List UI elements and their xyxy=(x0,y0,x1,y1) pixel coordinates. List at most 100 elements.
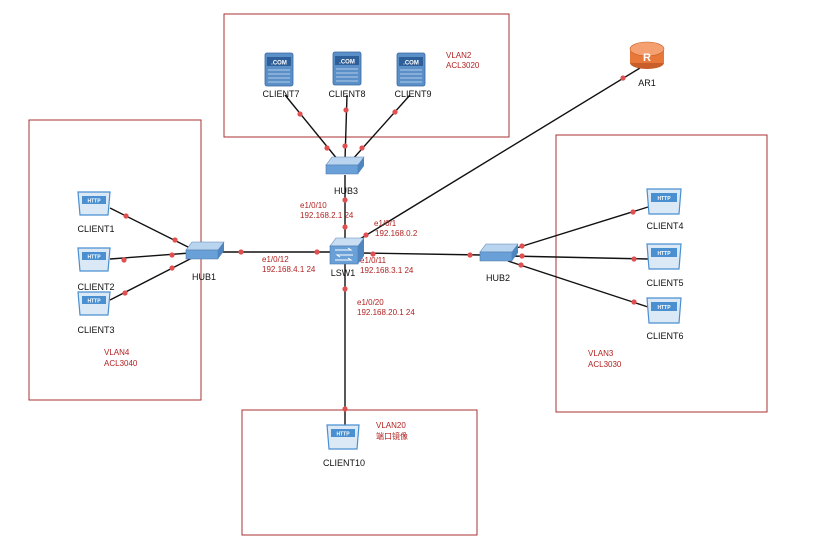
link-hub3-client8 xyxy=(344,94,348,161)
link-dot xyxy=(122,290,128,296)
zone-vlan3-acl: ACL3030 xyxy=(588,360,622,369)
link-dot xyxy=(169,252,175,258)
client9-label: CLIENT9 xyxy=(394,89,431,99)
port-e1-0-20-ip: 192.168.20.1 24 xyxy=(357,308,415,317)
zone-vlan2-name: VLAN2 xyxy=(446,51,472,60)
link-hub2-client4 xyxy=(509,206,649,251)
link-dot xyxy=(518,262,524,268)
hub-icon xyxy=(479,243,519,262)
port-e1-0-11-name: e1/0/11 xyxy=(360,256,387,265)
link-dot xyxy=(123,213,129,219)
client10-label: CLIENT10 xyxy=(323,458,365,468)
zone-vlan3-name: VLAN3 xyxy=(588,349,614,358)
device-client4[interactable]: HTTP CLIENT4 xyxy=(646,188,684,231)
link-dot xyxy=(324,145,330,151)
zone-vlan2-border xyxy=(223,13,510,138)
com-server-icon: .COM xyxy=(332,51,362,86)
device-client1[interactable]: HTTP CLIENT1 xyxy=(77,191,115,234)
ar1-label: AR1 xyxy=(638,78,656,88)
link-dot xyxy=(620,75,626,81)
device-client10[interactable]: HTTP CLIENT10 xyxy=(323,424,365,468)
link-dot xyxy=(172,237,178,243)
client2-label: CLIENT2 xyxy=(77,282,114,292)
link-dot xyxy=(631,256,637,262)
device-client7[interactable]: .COM CLIENT7 xyxy=(262,52,300,99)
hub3-label: HUB3 xyxy=(334,186,358,196)
client6-label: CLIENT6 xyxy=(646,331,683,341)
device-lsw1[interactable]: LSW1 xyxy=(329,237,365,278)
link-hub1-client3 xyxy=(109,257,193,301)
zone-vlan4-acl: ACL3040 xyxy=(104,359,138,368)
client4-label: CLIENT4 xyxy=(646,221,683,231)
link-dot xyxy=(630,209,636,215)
zone-vlan3-border xyxy=(555,134,768,413)
http-badge: HTTP xyxy=(657,305,671,311)
http-badge: HTTP xyxy=(87,255,101,261)
zone-vlan20-mirror: 端口镜像 xyxy=(376,431,408,441)
client8-label: CLIENT8 xyxy=(328,89,365,99)
device-client3[interactable]: HTTP CLIENT3 xyxy=(77,291,115,335)
device-ar1[interactable]: R AR1 xyxy=(629,41,665,88)
link-hub1-client2 xyxy=(109,252,191,260)
link-dot xyxy=(363,232,369,238)
link-dot xyxy=(342,197,348,203)
link-dot xyxy=(359,145,365,151)
http-pc-icon: HTTP xyxy=(77,247,111,272)
port-e1-0-12-ip: 192.168.4.1 24 xyxy=(262,265,316,274)
link-dot xyxy=(314,249,320,255)
http-badge: HTTP xyxy=(336,432,350,438)
link-dot xyxy=(342,224,348,230)
link-hub2-client6 xyxy=(507,260,649,308)
zone-vlan20-border xyxy=(241,409,478,536)
device-client2[interactable]: HTTP CLIENT2 xyxy=(77,247,115,292)
hub-icon xyxy=(325,156,365,175)
http-badge: HTTP xyxy=(87,299,101,305)
link-dot xyxy=(631,299,637,305)
http-pc-icon: HTTP xyxy=(326,424,360,450)
link-hub1-client1 xyxy=(109,207,191,249)
link-dot xyxy=(392,109,398,115)
link-lsw1-ar1 xyxy=(354,67,641,243)
com-server-icon: .COM xyxy=(396,52,426,87)
hub1-label: HUB1 xyxy=(192,272,216,282)
device-hub1[interactable]: HUB1 xyxy=(185,241,225,282)
http-badge: HTTP xyxy=(87,199,101,205)
link-dot xyxy=(467,252,473,258)
device-hub3[interactable]: HUB3 xyxy=(325,156,365,196)
http-badge: HTTP xyxy=(657,251,671,257)
link-lsw1-hub2 xyxy=(359,252,483,256)
router-icon: R xyxy=(629,41,665,69)
port-e1-0-12-name: e1/0/12 xyxy=(262,255,289,264)
port-e1-0-10-name: e1/0/10 xyxy=(300,201,327,210)
link-dots xyxy=(121,75,637,412)
lsw1-label: LSW1 xyxy=(331,268,356,278)
link-dot xyxy=(343,107,349,113)
device-client8[interactable]: .COM CLIENT8 xyxy=(328,51,366,99)
http-pc-icon: HTTP xyxy=(77,291,111,316)
http-pc-icon: HTTP xyxy=(646,188,682,215)
hub-icon xyxy=(185,241,225,260)
link-dot xyxy=(238,249,244,255)
port-e1-0-10-ip: 192.168.2.1 24 xyxy=(300,211,354,220)
zone-vlan20-name: VLAN20 xyxy=(376,421,406,430)
device-client6[interactable]: HTTP CLIENT6 xyxy=(646,297,684,341)
link-dot xyxy=(121,257,127,263)
link-dot xyxy=(519,243,525,249)
client5-label: CLIENT5 xyxy=(646,278,683,288)
http-pc-icon: HTTP xyxy=(646,243,682,270)
com-badge: .COM xyxy=(339,60,355,66)
link-dot xyxy=(342,406,348,412)
switch-icon xyxy=(329,237,365,265)
link-dot xyxy=(297,111,303,117)
device-client9[interactable]: .COM CLIENT9 xyxy=(394,52,432,99)
client3-label: CLIENT3 xyxy=(77,325,114,335)
device-client5[interactable]: HTTP CLIENT5 xyxy=(646,243,684,288)
zone-vlan2-acl: ACL3020 xyxy=(446,61,480,70)
com-server-icon: .COM xyxy=(264,52,294,87)
link-hub3-client7 xyxy=(284,94,339,161)
zone-vlan4-border xyxy=(28,119,202,401)
zone-vlan4-name: VLAN4 xyxy=(104,348,130,357)
link-dot xyxy=(342,143,348,149)
http-pc-icon: HTTP xyxy=(646,297,682,324)
device-hub2[interactable]: HUB2 xyxy=(479,243,519,283)
